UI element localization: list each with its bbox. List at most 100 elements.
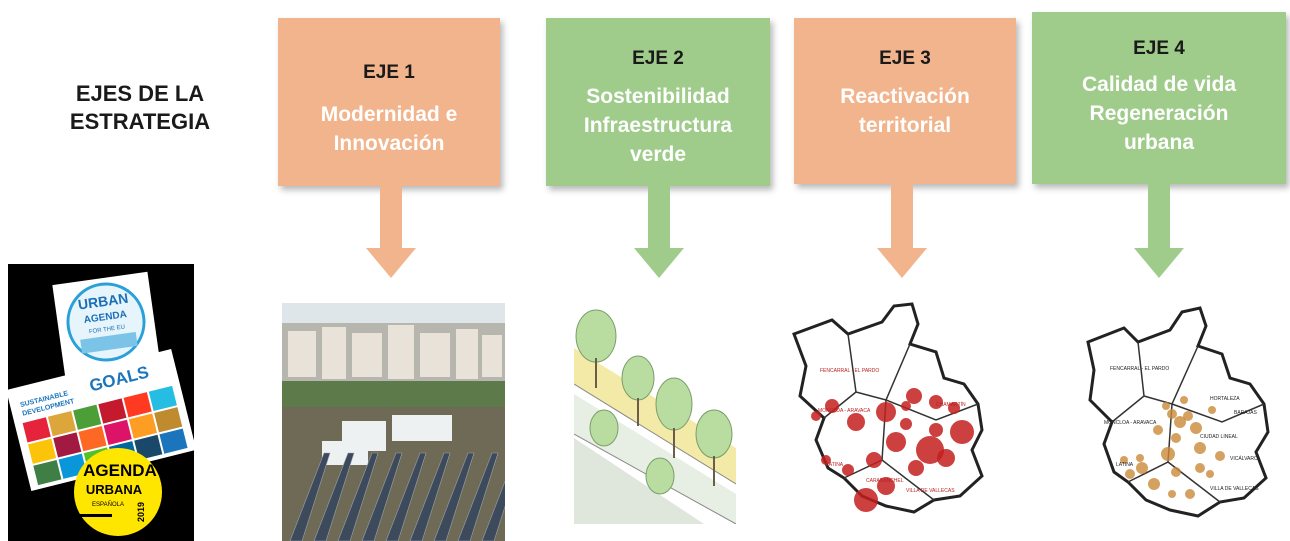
map3-circle bbox=[948, 402, 960, 414]
poster-agenda-urbana-3: ESPAÑOLA bbox=[92, 501, 124, 508]
map4-graphic: FENCARRAL - EL PARDO HORTALEZA BARAJAS M… bbox=[1086, 306, 1270, 518]
sdg-tile bbox=[103, 419, 132, 445]
map4-circle bbox=[1153, 425, 1163, 435]
axis-box-4: EJE 4 Calidad de vida Regeneración urban… bbox=[1032, 12, 1286, 184]
axis-1-text: Modernidad e Innovación bbox=[320, 103, 458, 155]
map4-circle bbox=[1167, 409, 1177, 419]
map3-label-1: MONCLOA - ARAVACA bbox=[818, 408, 871, 414]
map4-circle bbox=[1171, 467, 1181, 477]
solar-panel-row bbox=[481, 480, 505, 541]
sdg-tile bbox=[154, 407, 183, 433]
map3-circle bbox=[937, 449, 955, 467]
poster-agenda-year: 2019 bbox=[136, 502, 146, 522]
sdg-tile bbox=[27, 438, 57, 464]
axis-3-text: Reactivación territorial bbox=[840, 85, 970, 137]
axis-2-label: EJE 2 bbox=[632, 48, 684, 69]
solar-panel-row bbox=[457, 452, 499, 541]
map-calidad-vida: FENCARRAL - EL PARDO HORTALEZA BARAJAS M… bbox=[1080, 298, 1272, 526]
map3-circle bbox=[901, 401, 911, 411]
map3-circle bbox=[842, 464, 854, 476]
sdg-tiles bbox=[22, 385, 188, 486]
title-line-1: EJES DE LA bbox=[75, 81, 205, 106]
arrow-down-1 bbox=[366, 186, 416, 278]
map3-circle bbox=[908, 460, 924, 476]
sdg-tile bbox=[73, 404, 102, 430]
map4-circle bbox=[1148, 478, 1160, 490]
map4-circle bbox=[1185, 489, 1195, 499]
axis-box-3: EJE 3 Reactivación territorial bbox=[794, 18, 1016, 184]
map3-graphic: FENCARRAL - EL PARDO MONCLOA - ARAVACA C… bbox=[792, 302, 984, 514]
map4-circle bbox=[1162, 402, 1170, 410]
photo-graphic bbox=[282, 303, 505, 541]
solar-panel-row bbox=[433, 452, 475, 541]
arrow-down-3 bbox=[877, 184, 927, 278]
map4-circles bbox=[1120, 396, 1225, 499]
solar-panel-row bbox=[313, 452, 355, 541]
map3-label-5: VILLA DE VALLECAS bbox=[906, 488, 955, 494]
map4-circle bbox=[1206, 470, 1214, 478]
sdg-tile bbox=[98, 398, 127, 424]
sdg-tile bbox=[159, 428, 188, 454]
poster-agenda-urbana-1: AGENDA bbox=[83, 461, 157, 480]
map4-circle bbox=[1215, 451, 1225, 461]
arrow-down-2 bbox=[634, 186, 684, 278]
map3-circle bbox=[886, 432, 906, 452]
map3-label-0: FENCARRAL - EL PARDO bbox=[820, 368, 879, 374]
map4-label-1: HORTALEZA bbox=[1210, 396, 1240, 402]
solar-panel-row bbox=[361, 452, 403, 541]
axis-3-label: EJE 3 bbox=[879, 48, 931, 69]
map4-circle bbox=[1208, 406, 1216, 414]
sdg-tile bbox=[148, 385, 177, 412]
strategy-title: EJES DE LA ESTRATEGIA bbox=[55, 80, 225, 136]
axis-4-label: EJE 4 bbox=[1133, 38, 1185, 59]
map-reactivacion: FENCARRAL - EL PARDO MONCLOA - ARAVACA C… bbox=[786, 300, 996, 520]
map4-label-2: BARAJAS bbox=[1234, 410, 1257, 416]
green-infrastructure-sketch bbox=[574, 308, 736, 524]
map3-circle bbox=[929, 423, 943, 437]
map4-circle bbox=[1168, 490, 1176, 498]
axis-1-label: EJE 1 bbox=[363, 62, 415, 83]
axis-box-2: EJE 2 Sostenibilidad Infraestructura ver… bbox=[546, 18, 770, 186]
map4-circle bbox=[1195, 463, 1205, 473]
map4-label-4: CIUDAD LINEAL bbox=[1200, 434, 1238, 440]
arrow-down-4 bbox=[1134, 184, 1184, 278]
poster-foreu-text: FOR THE EU bbox=[89, 324, 126, 335]
map4-label-5: VICÁLVARO bbox=[1230, 455, 1258, 462]
solar-panel-row bbox=[385, 452, 427, 541]
map4-circle bbox=[1120, 456, 1128, 464]
map4-circle bbox=[1174, 416, 1186, 428]
map3-circle bbox=[847, 413, 865, 431]
map3-circles bbox=[811, 388, 974, 512]
map4-circle bbox=[1183, 411, 1193, 421]
solar-panel-rows bbox=[289, 452, 505, 541]
map3-circle bbox=[900, 418, 912, 430]
sdg-tile bbox=[78, 426, 107, 452]
solar-panel-row bbox=[337, 452, 379, 541]
map3-circle bbox=[876, 402, 896, 422]
poster-graphic: URBAN AGENDA FOR THE EU SUSTAINABLE DEVE… bbox=[8, 271, 194, 536]
map4-label-6: LATINA bbox=[1116, 462, 1134, 468]
sketch-graphic bbox=[574, 309, 736, 524]
solar-panel-row bbox=[289, 452, 331, 541]
map3-circle bbox=[929, 395, 943, 409]
map4-circle bbox=[1180, 396, 1188, 404]
sdg-tile bbox=[33, 459, 62, 486]
map3-circle bbox=[821, 455, 831, 465]
map3-circle bbox=[877, 477, 895, 495]
map4-label-0: FENCARRAL - EL PARDO bbox=[1110, 366, 1169, 372]
map4-circle bbox=[1171, 433, 1181, 443]
solar-panel-row bbox=[409, 452, 451, 541]
sdg-tile bbox=[123, 392, 152, 418]
sdg-tile bbox=[128, 413, 158, 439]
map3-circle bbox=[825, 399, 839, 413]
poster-urban-text: URBAN bbox=[77, 290, 129, 313]
axis-box-1: EJE 1 Modernidad e Innovación bbox=[278, 18, 500, 186]
map3-circle bbox=[811, 411, 821, 421]
map4-circle bbox=[1194, 442, 1206, 454]
map3-circle bbox=[854, 488, 878, 512]
map3-circle bbox=[950, 420, 974, 444]
map3-circle bbox=[916, 436, 944, 464]
map4-label-7: VILLA DE VALLECAS bbox=[1210, 486, 1259, 492]
map4-circle bbox=[1190, 422, 1202, 434]
map3-circle bbox=[866, 452, 882, 468]
